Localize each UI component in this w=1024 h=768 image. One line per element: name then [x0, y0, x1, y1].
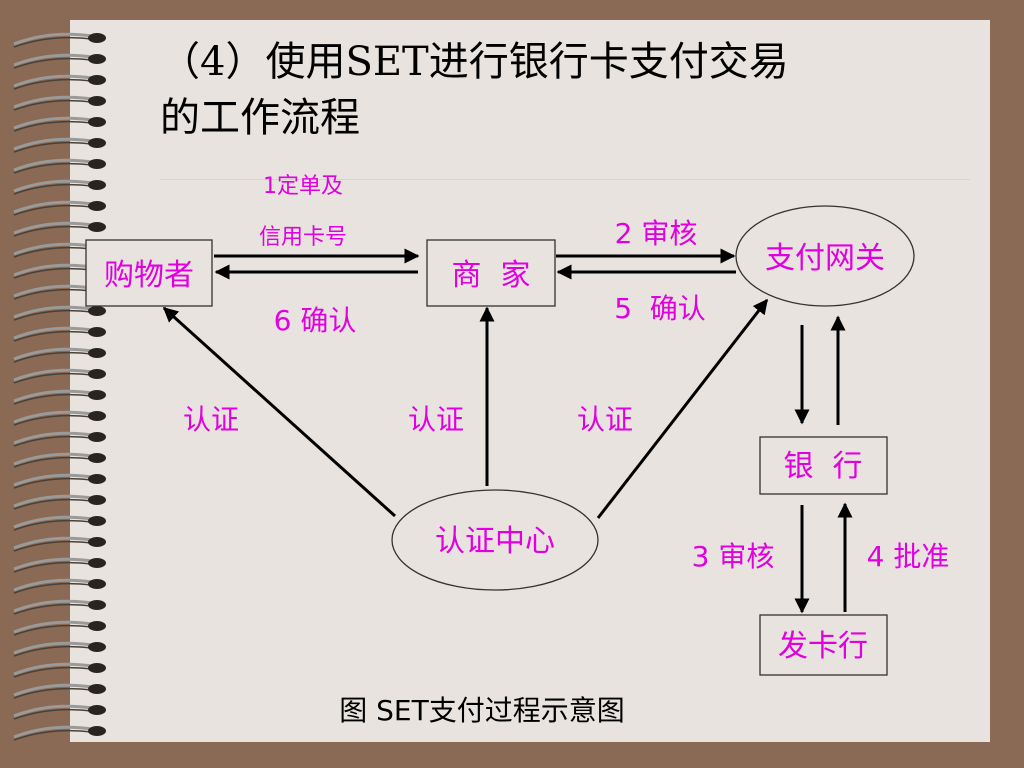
label-auth-gateway: 认证 [577, 403, 633, 436]
node-shopper: 购物者 [85, 239, 213, 307]
arrow-ca-to-shopper [162, 306, 397, 518]
spiral-ring [13, 536, 106, 552]
spiral-ring [13, 158, 106, 174]
spiral-ring [13, 368, 106, 384]
node-bank: 银 行 [759, 436, 888, 495]
title-line-2: 的工作流程 [160, 95, 360, 141]
spiral-ring [13, 305, 106, 321]
node-shopper-label: 购物者 [104, 258, 194, 293]
label-order: 1定单及 [263, 174, 343, 199]
arrow-ca-to-gateway [596, 298, 769, 519]
spiral-ring [13, 557, 106, 573]
spiral-ring [13, 95, 106, 111]
label-auth-merchant: 认证 [408, 403, 464, 436]
node-merchant: 商 家 [426, 239, 556, 307]
label-confirm-6: 6 确认 [274, 304, 357, 337]
spiral-ring [13, 641, 106, 657]
spiral-ring [13, 620, 106, 636]
notebook-spiral-binding [13, 32, 106, 741]
spiral-ring [13, 179, 106, 195]
slide-title: （4）使用SET进行银行卡支付交易 的工作流程 [160, 34, 920, 146]
title-divider [160, 179, 970, 180]
spiral-ring [13, 200, 106, 216]
spiral-ring [13, 137, 106, 153]
spiral-ring [13, 515, 106, 531]
node-gateway-label: 支付网关 [765, 241, 885, 276]
label-card-number: 信用卡号 [259, 225, 347, 250]
spiral-ring [13, 221, 106, 237]
spiral-ring [13, 683, 106, 699]
spiral-ring [13, 410, 106, 426]
node-ca: 认证中心 [391, 489, 599, 591]
node-ca-label: 认证中心 [435, 524, 555, 559]
node-issuer: 发卡行 [759, 614, 888, 676]
spiral-ring [13, 452, 106, 468]
title-line-1: （4）使用SET进行银行卡支付交易 [160, 39, 789, 85]
spiral-ring [13, 578, 106, 594]
spiral-ring [13, 599, 106, 615]
label-confirm-5: 5 确认 [614, 292, 706, 325]
label-auth-shopper: 认证 [183, 403, 239, 436]
spiral-ring [13, 725, 106, 741]
spiral-ring [13, 473, 106, 489]
node-issuer-label: 发卡行 [778, 629, 868, 664]
diagram-caption: 图 SET支付过程示意图 [339, 694, 624, 727]
spiral-ring [13, 326, 106, 342]
node-bank-label: 银 行 [783, 449, 862, 484]
spiral-ring [13, 704, 106, 720]
spiral-ring [13, 662, 106, 678]
node-merchant-label: 商 家 [451, 258, 530, 293]
spiral-ring [13, 74, 106, 90]
label-review-2: 2 审核 [615, 217, 698, 250]
label-approve-4: 4 批准 [867, 540, 950, 573]
spiral-ring [13, 431, 106, 447]
spiral-ring [13, 389, 106, 405]
label-review-3: 3 审核 [692, 540, 775, 573]
spiral-ring [13, 53, 106, 69]
spiral-ring [13, 494, 106, 510]
spiral-ring [13, 116, 106, 132]
spiral-ring [13, 347, 106, 363]
node-gateway: 支付网关 [735, 205, 915, 307]
spiral-ring [13, 32, 106, 48]
